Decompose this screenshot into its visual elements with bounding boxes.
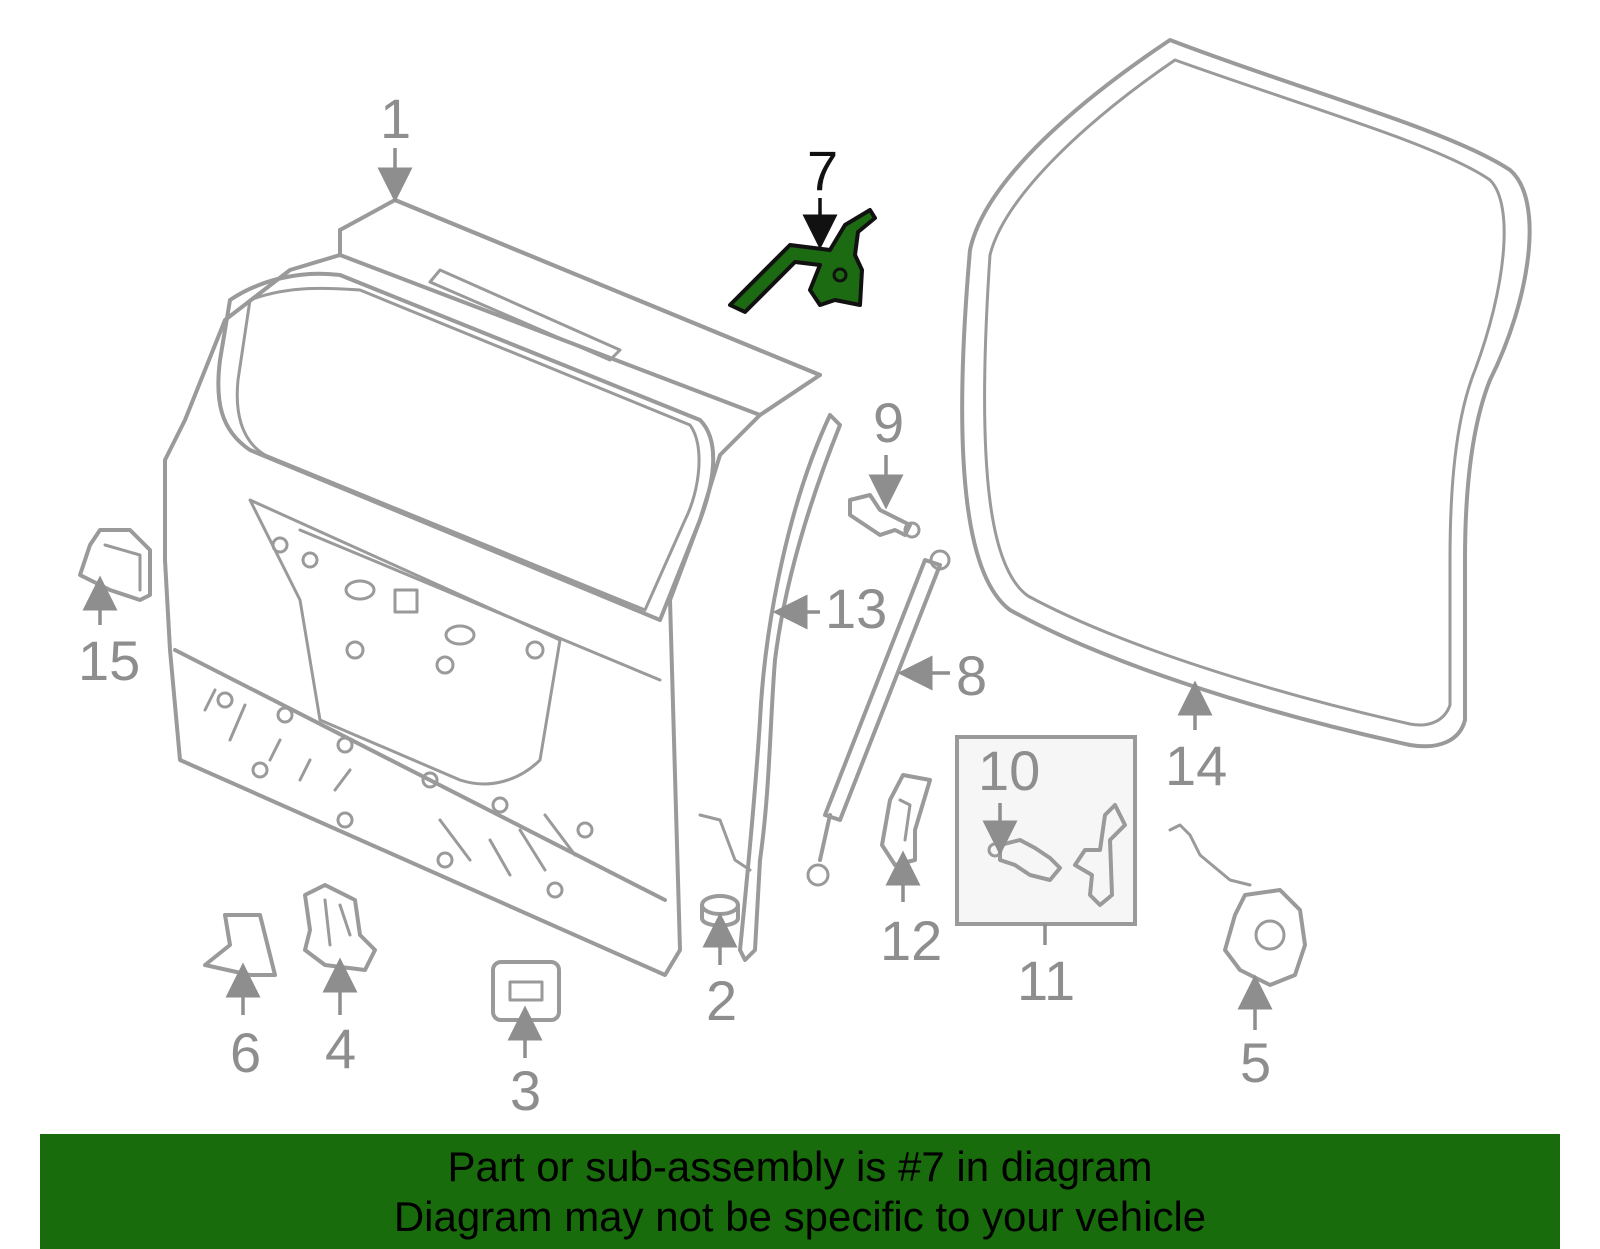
part-2-grommet[interactable] [700,894,740,928]
part-11-kit[interactable] [955,735,1137,926]
banner-line-1: Part or sub-assembly is #7 in diagram [447,1143,1153,1190]
part-4-latch[interactable] [303,883,377,972]
info-banner: Part or sub-assembly is #7 in diagram Di… [40,1134,1560,1249]
callout-5[interactable]: 5 [1240,1031,1271,1094]
part-14-door-seal[interactable] [960,38,1532,749]
callout-11[interactable]: 11 [1017,949,1075,1012]
part-13-side-seal[interactable] [698,413,842,962]
part-12-bracket[interactable] [880,773,932,867]
callout-12[interactable]: 12 [880,909,942,972]
part-1-tailgate[interactable] [163,198,822,977]
callout-1[interactable]: 1 [380,87,411,150]
callout-4[interactable]: 4 [325,1017,356,1080]
callout-14[interactable]: 14 [1165,734,1227,797]
callout-10[interactable]: 10 [978,739,1040,802]
callout-3[interactable]: 3 [510,1059,541,1122]
callout-7[interactable]: 7 [807,139,838,202]
part-3-switch[interactable] [491,960,561,1022]
callout-8[interactable]: 8 [956,644,987,707]
part-7-hinge[interactable] [728,208,877,314]
callouts: 1 2 3 4 5 6 7 8 9 10 11 12 13 14 15 [78,87,1271,1122]
leaders [82,148,1273,1058]
part-5-latch-assembly[interactable] [1168,823,1307,987]
callout-15[interactable]: 15 [78,629,140,692]
banner-line-2: Diagram may not be specific to your vehi… [393,1193,1207,1240]
callout-2[interactable]: 2 [706,969,737,1032]
callout-13[interactable]: 13 [825,577,887,640]
callout-9[interactable]: 9 [873,391,904,454]
part-8-gas-strut[interactable] [806,549,951,887]
part-6-bumper[interactable] [203,913,277,977]
part-15-bracket[interactable] [78,528,152,602]
callout-6[interactable]: 6 [230,1021,261,1084]
part-9-bolt[interactable] [848,493,921,539]
